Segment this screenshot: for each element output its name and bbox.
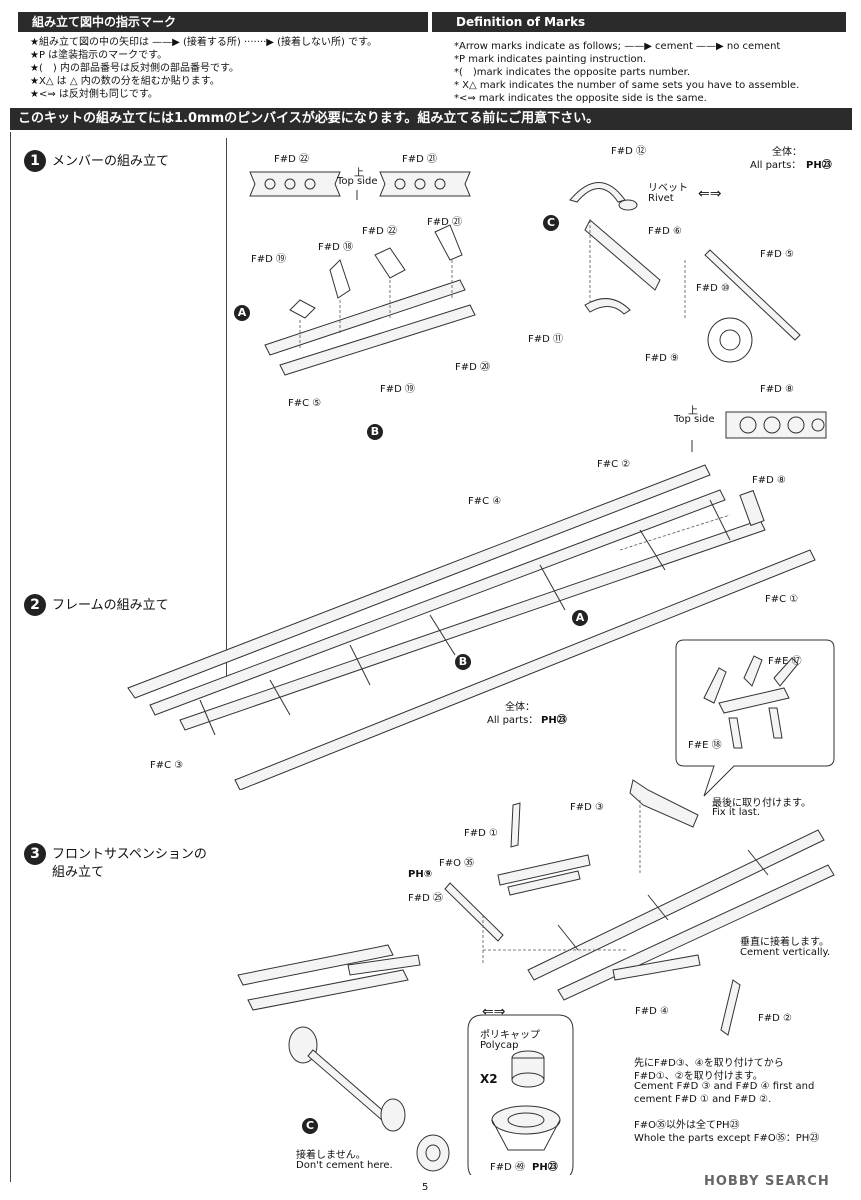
page-border-left <box>10 132 11 1182</box>
top-side-en: Top side <box>337 176 378 187</box>
step-title: メンバーの組み立て <box>52 154 170 169</box>
opposite-side-icon: ⇐⇒ <box>482 1004 506 1020</box>
marks-jp-line: ★( ) 内の部品番号は反対側の部品番号です。 <box>30 63 239 74</box>
part-label: F#D ③ <box>570 802 604 813</box>
part-label: F#D ⑤ <box>760 249 794 260</box>
part-label: F#C ② <box>597 459 631 470</box>
all-parts-jp: 全体： <box>505 702 535 713</box>
marks-en-line: *<⇒ mark indicates the opposite side is … <box>454 93 707 104</box>
part-label: F#D ㉕ <box>408 893 444 904</box>
marks-jp-list: ★組み立て図の中の矢印は ——▶ (接着する所) ·······▶ (接着しない… <box>30 36 377 101</box>
no-cement-jp: 接着しません。 <box>296 1150 366 1161</box>
paint-code: PH㉓ <box>532 1162 558 1173</box>
part-label: F#C ① <box>765 594 799 605</box>
step2-frame-drawing <box>127 411 827 790</box>
part-label: F#D ⑩ <box>696 283 730 294</box>
paint-code: PH㉓ <box>541 715 567 726</box>
column-divider <box>226 138 227 683</box>
marks-header-en: Definition of Marks <box>432 12 846 32</box>
order-note-jp: F#D①、②を取り付けます。 <box>634 1071 763 1082</box>
top-side-jp: 上 <box>354 168 364 179</box>
marks-jp-line: ★組み立て図の中の矢印は ——▶ (接着する所) ·······▶ (接着しない… <box>30 37 378 48</box>
assembly-marker-c: C <box>543 215 559 231</box>
part-label: F#D ⑫ <box>611 146 647 157</box>
marks-en-line: *( )mark indicates the opposite parts nu… <box>454 67 691 78</box>
paint-code: PH⑨ <box>408 869 433 880</box>
part-label: F#D ⑳ <box>455 362 491 373</box>
part-label: F#D ⑱ <box>318 242 354 253</box>
part-label: F#C ④ <box>468 496 502 507</box>
part-label: F#O ㉟ <box>439 858 475 869</box>
rivet-label-en: Rivet <box>648 193 674 204</box>
step3-callout <box>675 639 835 797</box>
assembly-marker-b: B <box>455 654 471 670</box>
watermark: HOBBY SEARCH <box>704 1174 830 1189</box>
step1-drawings <box>249 171 801 376</box>
top-side-jp: 上 <box>688 406 698 417</box>
assembly-marker-c: C <box>302 1118 318 1134</box>
cement-vertical-jp: 垂直に接着します。 <box>740 937 829 948</box>
polycap-en: Polycap <box>480 1040 519 1051</box>
part-label: F#D ⑨ <box>645 353 679 364</box>
assembly-marker-a: A <box>234 305 250 321</box>
except-note-jp: F#O㉟以外は全てPH㉓ <box>634 1120 740 1131</box>
marks-en-line: *P mark indicates painting instruction. <box>454 54 647 65</box>
part-label: F#D ④ <box>635 1006 669 1017</box>
fix-last-jp: 最後に取り付けます。 <box>712 798 811 809</box>
part-label: F#E ⑰ <box>768 656 802 667</box>
part-label: F#D ㉑ <box>427 217 463 228</box>
pin-vise-banner: このキットの組み立てには1.0mmのピンバイスが必要になります。組み立てる前にご… <box>10 108 852 130</box>
step-title: フロントサスペンションの <box>52 847 207 862</box>
order-note-jp: 先にF#D③、④を取り付けてから <box>634 1058 784 1069</box>
step3-drawings <box>237 779 835 1175</box>
page-number: 5 <box>422 1182 429 1193</box>
set-count: X2 <box>480 1072 498 1086</box>
part-label: F#D ⑪ <box>528 334 564 345</box>
order-note-en: Cement F#D ③ and F#D ④ first and <box>634 1081 815 1092</box>
assembly-marker-b: B <box>367 424 383 440</box>
paint-code: PH㉓ <box>806 160 832 171</box>
cement-vertical-en: Cement vertically. <box>740 947 831 958</box>
marks-jp-line: ★X△ は △ 内の数の分を組むか貼ります。 <box>30 76 220 87</box>
marks-en-line: *Arrow marks indicate as follows; ——▶ ce… <box>454 41 781 52</box>
part-label: F#D ① <box>464 828 498 839</box>
all-parts-en: All parts： <box>487 715 539 726</box>
marks-en-line: * X△ mark indicates the number of same s… <box>454 80 800 91</box>
part-label: F#D ⑥ <box>648 226 682 237</box>
no-cement-en: Don't cement here. <box>296 1160 393 1171</box>
except-note-en: Whole the parts except F#O㉟：PH㉓ <box>634 1133 820 1144</box>
step-title: 組み立て <box>52 865 105 880</box>
part-label: F#E ⑱ <box>688 740 722 751</box>
step-number: 2 <box>24 594 46 616</box>
part-label: F#D ⑧ <box>760 384 794 395</box>
part-label: F#C ③ <box>150 760 184 771</box>
part-label: F#D ㉒ <box>362 226 398 237</box>
all-parts-jp: 全体： <box>772 147 802 158</box>
assembly-marker-a: A <box>572 610 588 626</box>
opposite-side-icon: ⇐⇒ <box>698 186 722 202</box>
rivet-label-jp: リベット <box>648 183 688 194</box>
marks-jp-line: ★<⇒ は反対側も同じです。 <box>30 89 158 100</box>
part-label: F#D ㉒ <box>274 154 310 165</box>
fix-last-en: Fix it last. <box>712 807 760 818</box>
marks-jp-line: ★P は塗装指示のマークです。 <box>30 50 168 61</box>
marks-en-list: *Arrow marks indicate as follows; ——▶ ce… <box>454 40 799 105</box>
step-title: フレームの組み立て <box>52 598 169 613</box>
part-label: F#C ⑤ <box>288 398 322 409</box>
top-side-en: Top side <box>674 414 715 425</box>
step-number: 3 <box>24 843 46 865</box>
marks-header-jp: 組み立て図中の指示マーク <box>18 12 428 32</box>
part-label: F#D ⑲ <box>380 384 416 395</box>
all-parts-en: All parts： <box>750 160 802 171</box>
step-number: 1 <box>24 150 46 172</box>
part-label: F#D ㊾ <box>490 1162 526 1173</box>
part-label: F#D ⑧ <box>752 475 786 486</box>
part-label: F#D ② <box>758 1013 792 1024</box>
order-note-en: cement F#D ① and F#D ②. <box>634 1094 772 1105</box>
part-label: F#D ㉑ <box>402 154 438 165</box>
part-label: F#D ⑲ <box>251 254 287 265</box>
polycap-jp: ポリキャップ <box>480 1030 540 1041</box>
